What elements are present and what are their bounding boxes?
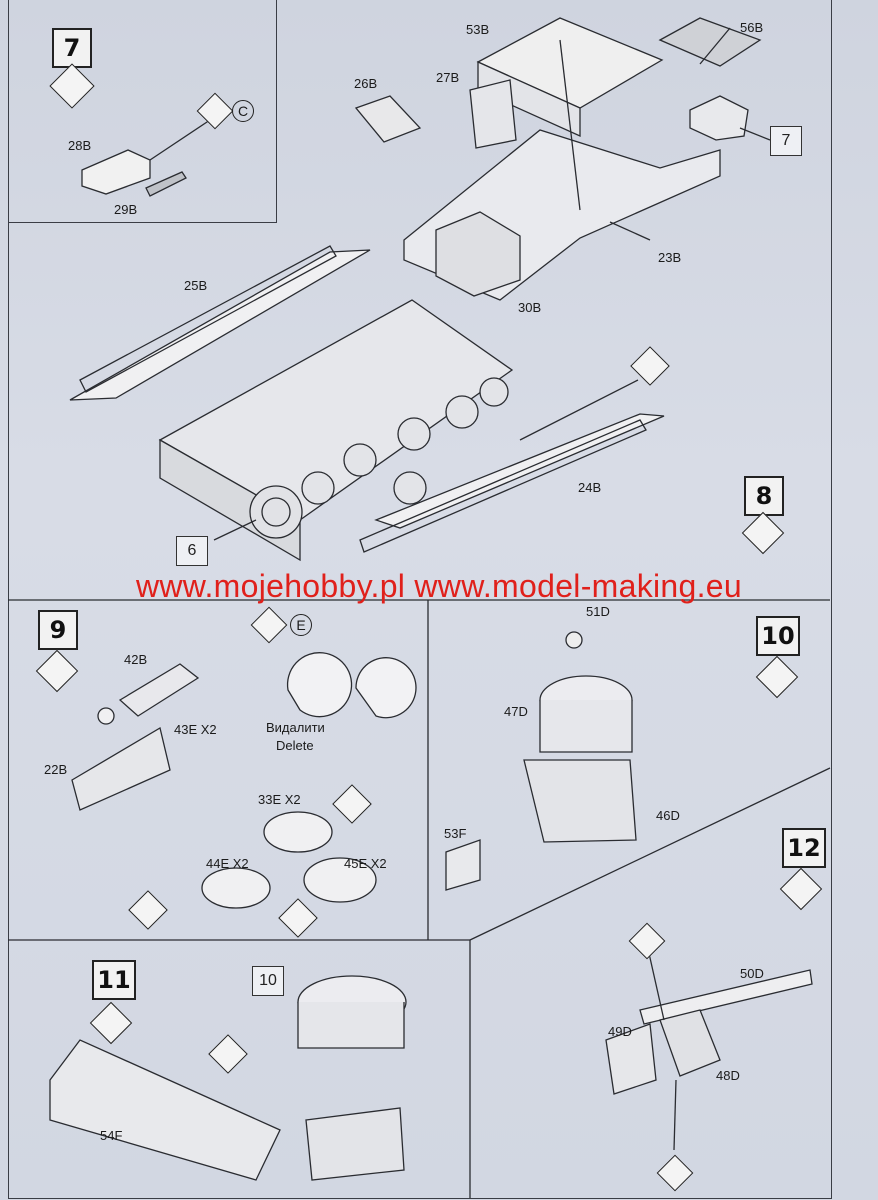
option-e-mark: E [290,614,312,636]
watermark-urls: www.mojehobby.pl www.model-making.eu [135,568,743,604]
option-c-mark: C [232,100,254,122]
step-8-box: 8 [744,476,784,516]
part-33E: 33E X2 [258,792,301,807]
panel-step-7 [8,0,277,223]
part-49D: 49D [608,1024,632,1039]
step-9-box: 9 [38,610,78,650]
part-51D: 51D [586,604,610,619]
step-11-box: 11 [92,960,136,1000]
part-22B: 22B [44,762,68,777]
part-48D: 48D [716,1068,740,1083]
part-47D: 47D [504,704,528,719]
part-26B: 26B [354,76,378,91]
part-44E: 44E X2 [206,856,249,871]
part-53B: 53B [466,22,490,37]
part-27B: 27B [436,70,460,85]
part-23B: 23B [658,250,682,265]
delete-note-en: Delete [276,738,314,753]
step-7-box: 7 [52,28,92,68]
part-24B: 24B [578,480,602,495]
part-50D: 50D [740,966,764,981]
part-43E: 43E X2 [174,722,217,737]
part-54F: 54F [100,1128,123,1143]
part-25B: 25B [184,278,208,293]
ref-step-10: 10 [252,966,284,996]
part-46D: 46D [656,808,680,823]
part-56B: 56B [740,20,764,35]
part-53F: 53F [444,826,467,841]
part-28B: 28B [68,138,92,153]
part-42B: 42B [124,652,148,667]
step-12-box: 12 [782,828,826,868]
part-45E: 45E X2 [344,856,387,871]
part-29B: 29B [114,202,138,217]
delete-note-ua: Видалити [266,720,325,735]
ref-step-6: 6 [176,536,208,566]
step-10-box: 10 [756,616,800,656]
ref-step-7: 7 [770,126,802,156]
part-30B: 30B [518,300,542,315]
